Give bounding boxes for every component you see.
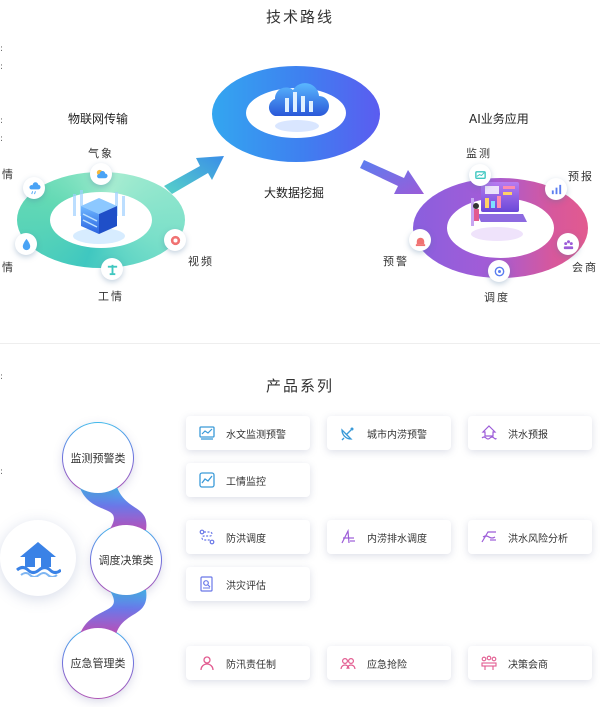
flow-arrow-icon [360,160,424,194]
video-label: 视频 [188,255,214,268]
iot-server-icon [73,190,125,244]
team-icon [338,653,358,673]
section-title-products: 产品系列 [265,377,334,395]
work-node-icon [101,258,123,280]
card-label: 洪水预报 [508,429,548,441]
card-work-monitor[interactable]: 工情监控 [186,463,310,497]
trend-monitor-icon [197,470,217,490]
card-label: 防汛责任制 [226,659,276,671]
edge-fragment: : [0,116,4,126]
category-emergency[interactable]: 应急管理类 [63,628,133,698]
house-wave-icon [479,423,499,443]
card-rescue[interactable]: 应急抢险 [327,646,451,680]
card-urban-flood-warning[interactable]: 城市内涝预警 [327,416,451,450]
user-duty-icon [197,653,217,673]
dispatch-node-icon [488,260,510,282]
edge-fragment: : [0,62,4,72]
forecast-label: 预报 [568,170,594,183]
dispatch-label: 调度 [484,291,510,304]
dam-risk-icon [479,527,499,547]
weather-label: 气象 [88,147,114,160]
edge-fragment: : [0,44,4,54]
monitor-label: 监测 [466,147,492,160]
category-monitor[interactable]: 监测预警类 [63,423,133,493]
meeting-icon [479,653,499,673]
edge-fragment: : [0,134,4,144]
card-flood-forecast[interactable]: 洪水预报 [468,416,592,450]
card-label: 洪水风险分析 [508,533,568,545]
card-water-monitor[interactable]: 水文监测预警 [186,416,310,450]
consult-label: 会商 [572,261,598,274]
house-flood-logo [0,520,76,596]
iot-title: 物联网传输 [68,112,129,126]
house-icon [16,542,61,577]
card-flood-risk[interactable]: 洪水风险分析 [468,520,592,554]
card-disaster-eval[interactable]: 洪灾评估 [186,567,310,601]
warning-node-icon [409,229,431,251]
section-title-tech-route: 技术路线 [265,8,334,26]
report-search-icon [197,574,217,594]
weather-node-icon [90,163,112,185]
laptop-analytics-icon [471,182,527,241]
work-label: 工情 [98,290,124,303]
forecast-node-icon [545,178,567,200]
card-label: 防洪调度 [226,533,266,545]
card-label: 城市内涝预警 [367,429,427,441]
rain-label: 雨情 [0,168,15,181]
card-label: 应急抢险 [367,659,407,671]
edge-fragment: : [0,467,4,477]
consult-node-icon [557,233,579,255]
warning-label: 预警 [383,255,409,268]
ai-title: AI业务应用 [469,112,529,126]
water-label: 水情 [0,261,15,274]
drainage-icon [338,527,358,547]
card-decision-consult[interactable]: 决策会商 [468,646,592,680]
bigdata-title: 大数据挖掘 [264,186,325,200]
category-dispatch[interactable]: 调度决策类 [91,525,161,595]
card-label: 工情监控 [226,476,266,488]
rain-node-icon [23,177,45,199]
card-flood-duty[interactable]: 防汛责任制 [186,646,310,680]
card-label: 水文监测预警 [226,429,286,441]
cloud-data-icon [268,83,329,132]
card-label: 内涝排水调度 [367,533,427,545]
card-label: 决策会商 [508,659,548,671]
route-icon [197,527,217,547]
hydro-monitor-icon [197,423,217,443]
flow-arrow-icon [164,156,224,194]
monitor-node-icon [469,164,491,186]
water-node-icon [15,233,37,255]
edge-fragment: : [0,372,4,382]
section-divider [0,343,600,344]
card-label: 洪灾评估 [226,580,266,592]
satellite-dish-icon [338,423,358,443]
card-flood-dispatch[interactable]: 防洪调度 [186,520,310,554]
card-drainage-dispatch[interactable]: 内涝排水调度 [327,520,451,554]
video-node-icon [164,229,186,251]
